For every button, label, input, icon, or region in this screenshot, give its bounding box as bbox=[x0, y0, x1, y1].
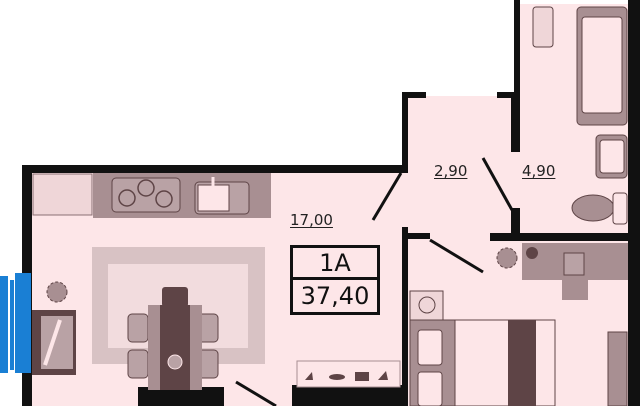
bedroom-furniture bbox=[409, 243, 628, 406]
shoe-shelf bbox=[296, 360, 401, 388]
kitchen-counter bbox=[32, 173, 271, 218]
apartment-code: 1A bbox=[293, 248, 377, 280]
apartment-total-area: 37,40 bbox=[300, 282, 370, 310]
sofa bbox=[32, 310, 76, 375]
room-area-bathroom: 4,90 bbox=[522, 162, 556, 180]
room-area-hallway: 2,90 bbox=[434, 162, 468, 180]
window bbox=[0, 273, 31, 373]
dining-table bbox=[127, 287, 219, 390]
door-swings bbox=[235, 157, 514, 406]
bathroom-fixtures bbox=[532, 6, 628, 225]
stove-burners-icon bbox=[118, 179, 173, 208]
plant-icon bbox=[46, 247, 518, 303]
sink-icon bbox=[197, 184, 230, 212]
room-area-kitchen-living: 17,00 bbox=[290, 211, 333, 229]
shoe-icons bbox=[305, 371, 388, 381]
apartment-label-box: 1A 37,40 bbox=[290, 245, 380, 315]
